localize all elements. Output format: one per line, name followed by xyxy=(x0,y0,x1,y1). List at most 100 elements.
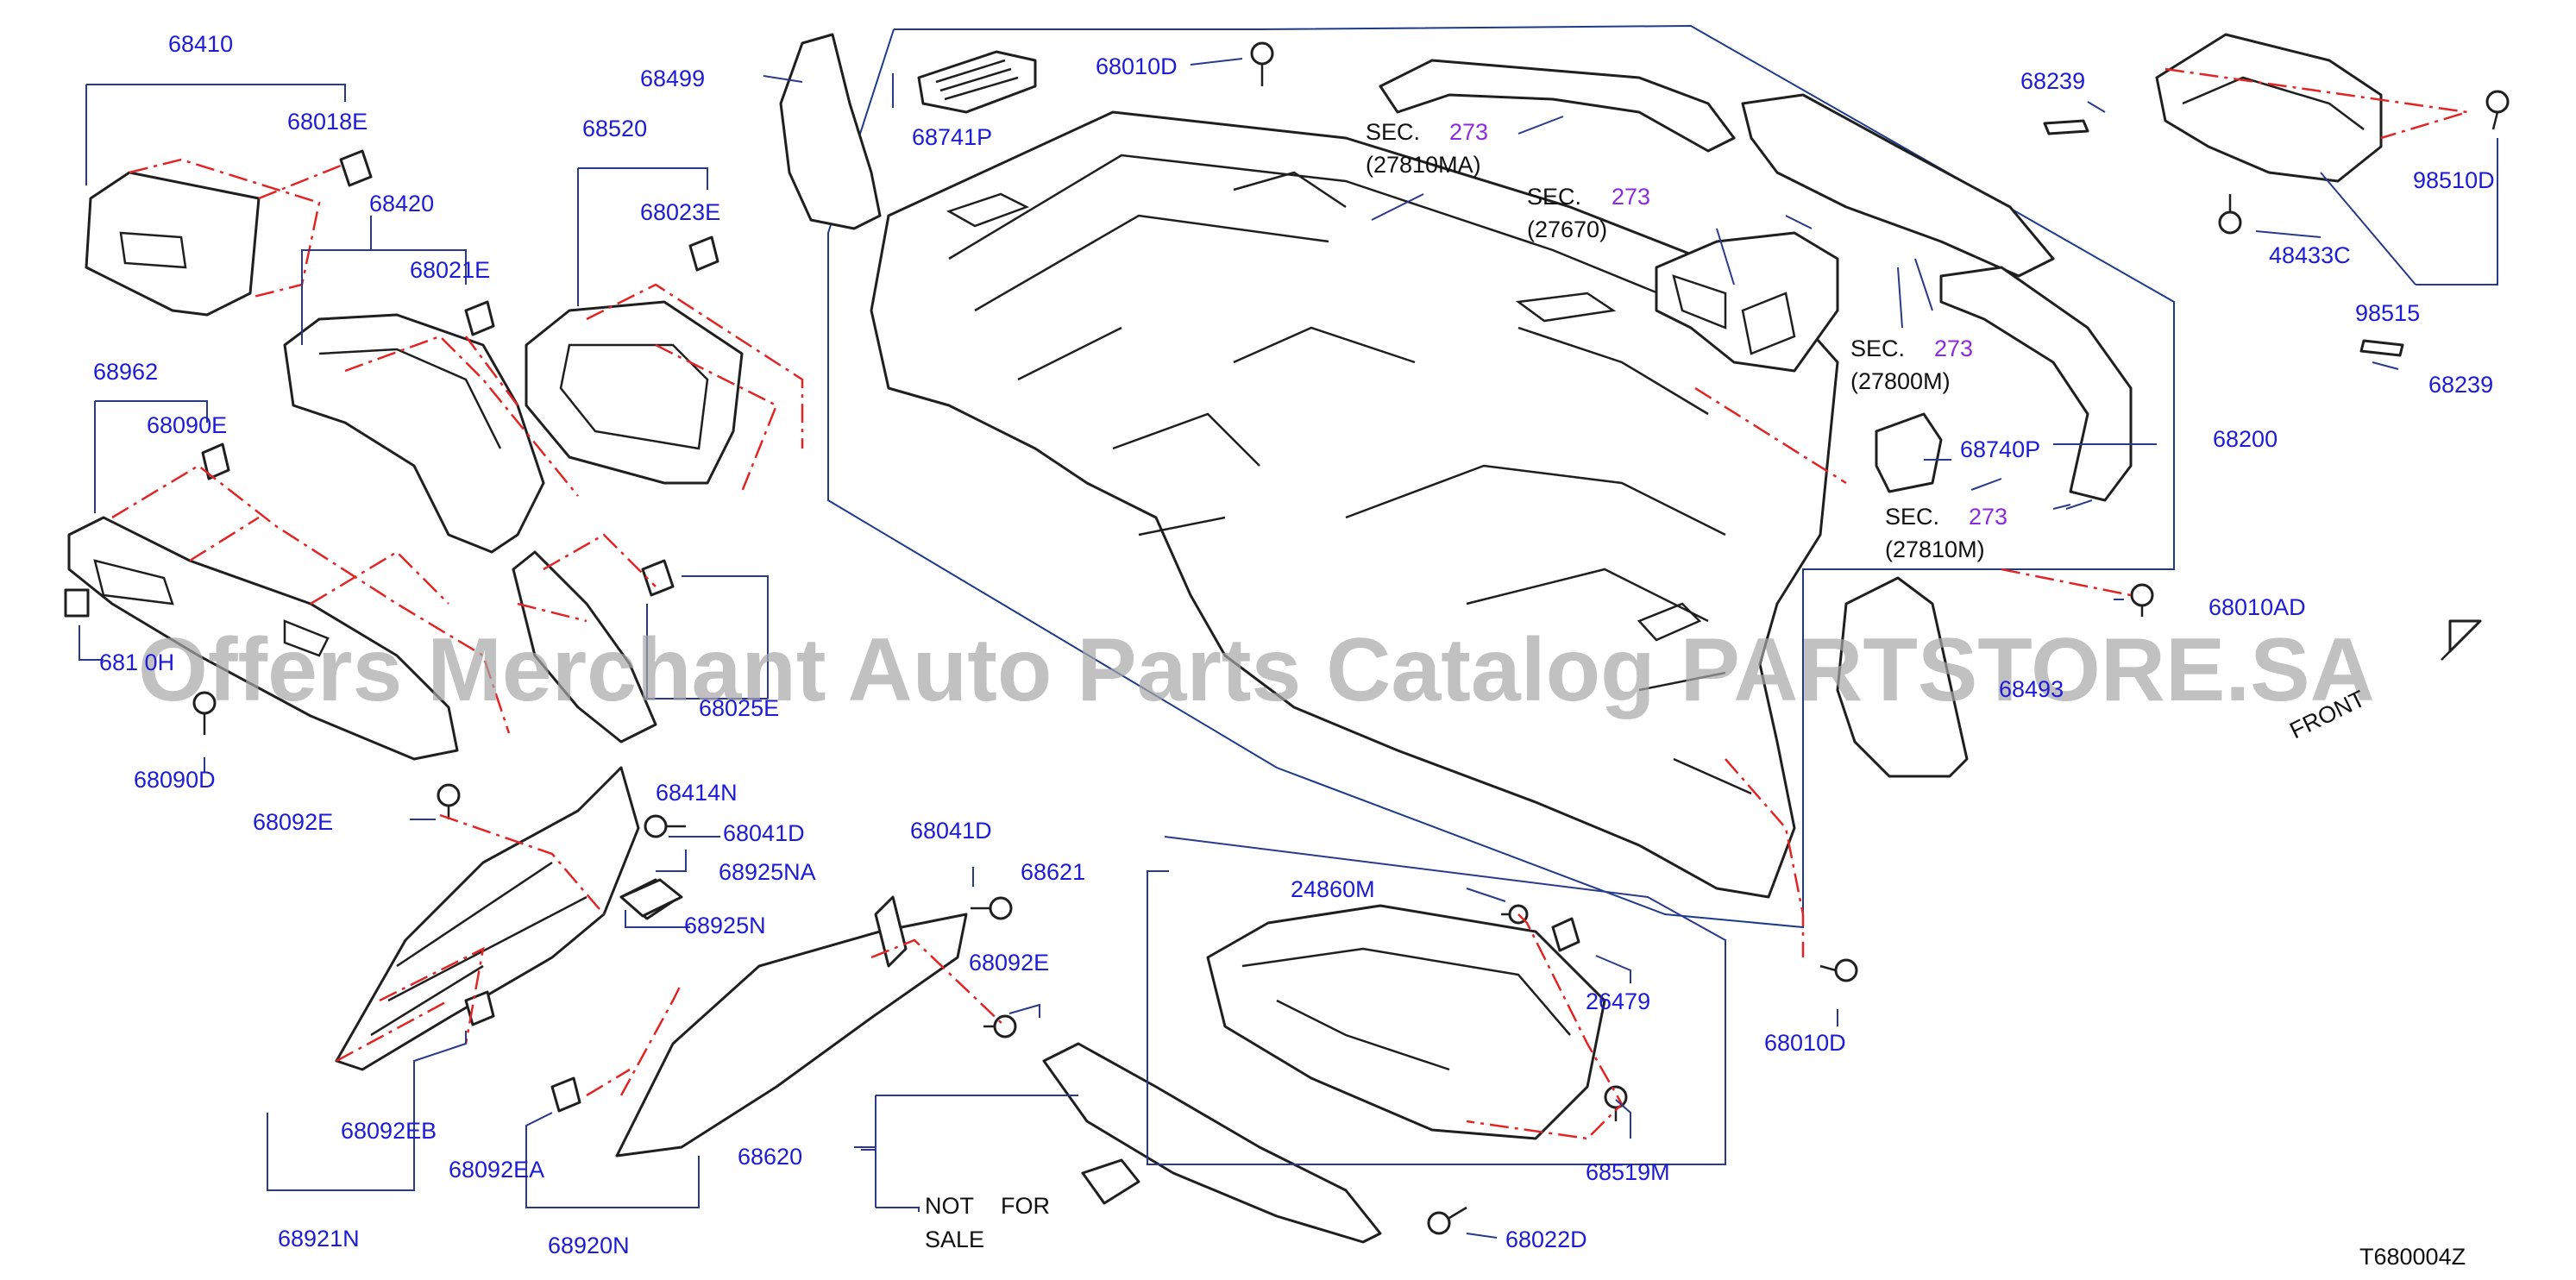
instrument-panel-detail xyxy=(948,154,1752,795)
watermark: Offers Merchant Auto Parts Catalog PARTS… xyxy=(138,620,2375,720)
cluster-hood-inner xyxy=(318,348,502,449)
label-68925NA[interactable]: 68925NA xyxy=(719,859,816,885)
center-vent-68741P xyxy=(917,50,1037,114)
knee-cover-68921N xyxy=(335,766,640,1071)
sec-ref-2-label: SEC. xyxy=(1527,184,1581,210)
center-bezel-opening xyxy=(559,343,709,450)
label-68021E[interactable]: 68021E xyxy=(410,257,490,283)
sec-ref-3-code: (27800M) xyxy=(1850,368,1951,394)
label-68010H[interactable]: 681 0H xyxy=(99,649,174,675)
center-bezel-68520 xyxy=(525,300,744,485)
panel-assembly-outline xyxy=(827,24,2175,929)
label-68041D-b[interactable]: 68041D xyxy=(910,818,992,844)
phantom-lines xyxy=(111,67,2468,1140)
label-68010D-bottom[interactable]: 68010D xyxy=(1764,1030,1846,1056)
knee-cover-68920N xyxy=(615,913,968,1158)
bracket-68925N-mount xyxy=(874,895,908,968)
label-68018E[interactable]: 68018E xyxy=(287,109,368,135)
center-vent-opening xyxy=(946,192,1702,642)
center-vent-slats xyxy=(935,59,1019,101)
sec-ref-4-code: (27810M) xyxy=(1885,536,1985,562)
cluster-hood-68420 xyxy=(283,313,545,554)
side-cover-right xyxy=(1836,576,1969,778)
label-68493[interactable]: 68493 xyxy=(1999,676,2064,702)
defroster-duct-left xyxy=(1379,59,1736,153)
label-68621[interactable]: 68621 xyxy=(1021,859,1085,885)
label-68962[interactable]: 68962 xyxy=(93,359,158,385)
lower-bracket-68414N xyxy=(512,550,657,744)
label-68010D-top[interactable]: 68010D xyxy=(1096,53,1178,79)
label-68414N[interactable]: 68414N xyxy=(656,780,738,806)
screw-98510D xyxy=(2485,90,2510,130)
sec-ref-3-label: SEC. xyxy=(1850,336,1905,361)
label-68090D[interactable]: 68090D xyxy=(134,767,216,793)
label-68200[interactable]: 68200 xyxy=(2213,426,2278,452)
label-68090E[interactable]: 68090E xyxy=(147,412,227,438)
clip-68025E xyxy=(641,559,675,597)
screw-68092E-a xyxy=(437,783,461,819)
not-for-sale-not: NOT xyxy=(925,1193,974,1219)
side-duct-right xyxy=(1939,266,2133,502)
sec-ref-1-label: SEC. xyxy=(1366,119,1420,145)
label-68092E-a[interactable]: 68092E xyxy=(253,809,333,835)
lower-panel-switches xyxy=(93,559,330,657)
screw-68010D-top xyxy=(1250,41,1274,86)
label-68022D[interactable]: 68022D xyxy=(1505,1227,1587,1252)
label-68620[interactable]: 68620 xyxy=(738,1144,802,1170)
leader-lines xyxy=(79,58,2498,1239)
clip-68092EA xyxy=(550,1076,581,1113)
label-68023E[interactable]: 68023E xyxy=(640,199,720,225)
label-68519M[interactable]: 68519M xyxy=(1586,1159,1670,1185)
label-68239-top[interactable]: 68239 xyxy=(2020,68,2085,94)
label-98510D[interactable]: 98510D xyxy=(2413,167,2495,193)
label-68741P[interactable]: 68741P xyxy=(912,124,992,150)
side-cover-68499 xyxy=(779,33,882,230)
glove-box-lid-68620 xyxy=(1042,1042,1382,1244)
screw-68010D-bottom xyxy=(1819,958,1858,982)
label-68925N[interactable]: 68925N xyxy=(684,913,766,938)
label-68499[interactable]: 68499 xyxy=(640,66,705,91)
label-26479[interactable]: 26479 xyxy=(1586,988,1650,1014)
label-68410[interactable]: 68410 xyxy=(168,31,233,57)
label-48433C[interactable]: 48433C xyxy=(2269,242,2351,268)
clip-26479 xyxy=(1551,917,1580,952)
sec-ref-2-code: (27670) xyxy=(1527,216,1607,242)
label-68520[interactable]: 68520 xyxy=(582,116,647,141)
label-68420[interactable]: 68420 xyxy=(369,191,434,216)
not-for-sale-for: FOR xyxy=(1001,1193,1050,1219)
heater-duct xyxy=(1741,93,2055,278)
bolt-48433C xyxy=(2218,194,2242,235)
label-68239-bottom[interactable]: 68239 xyxy=(2428,372,2493,398)
clip-68023E xyxy=(688,235,719,272)
label-68921N[interactable]: 68921N xyxy=(278,1226,360,1252)
label-68092E-b[interactable]: 68092E xyxy=(969,950,1049,976)
label-68092EB[interactable]: 68092EB xyxy=(341,1118,437,1144)
front-arrow-shaft xyxy=(2441,620,2481,661)
cluster-lid-68410 xyxy=(85,171,261,317)
clip-68018E xyxy=(339,149,373,187)
sec-ref-4-number[interactable]: 273 xyxy=(1969,504,2007,530)
diagram-code: T680004Z xyxy=(2359,1244,2466,1270)
screw-68090D xyxy=(192,691,217,735)
label-68920N[interactable]: 68920N xyxy=(548,1233,630,1258)
screw-68092E-b xyxy=(983,1014,1017,1038)
glove-box-inner xyxy=(1241,947,1571,1071)
label-68041D-a[interactable]: 68041D xyxy=(723,820,805,846)
sec-ref-3-number[interactable]: 273 xyxy=(1934,336,1973,361)
label-68025E[interactable]: 68025E xyxy=(699,695,779,721)
screw-68041D-b xyxy=(971,896,1013,920)
pad-68239-bottom xyxy=(2359,339,2404,357)
clip-68925NA xyxy=(619,878,683,918)
sec-ref-1-number[interactable]: 273 xyxy=(1449,119,1488,145)
label-24860M[interactable]: 24860M xyxy=(1291,876,1375,902)
label-98515[interactable]: 98515 xyxy=(2355,300,2420,326)
passenger-airbag xyxy=(2155,33,2383,183)
label-68092EA[interactable]: 68092EA xyxy=(449,1157,544,1183)
label-68740P[interactable]: 68740P xyxy=(1960,436,2040,462)
sec-ref-2-number[interactable]: 273 xyxy=(1612,184,1650,210)
label-68010AD[interactable]: 68010AD xyxy=(2208,594,2306,620)
side-vent-68740P xyxy=(1875,412,1943,493)
pad-68239-top xyxy=(2043,119,2089,135)
sec-ref-4-label: SEC. xyxy=(1885,504,1939,530)
